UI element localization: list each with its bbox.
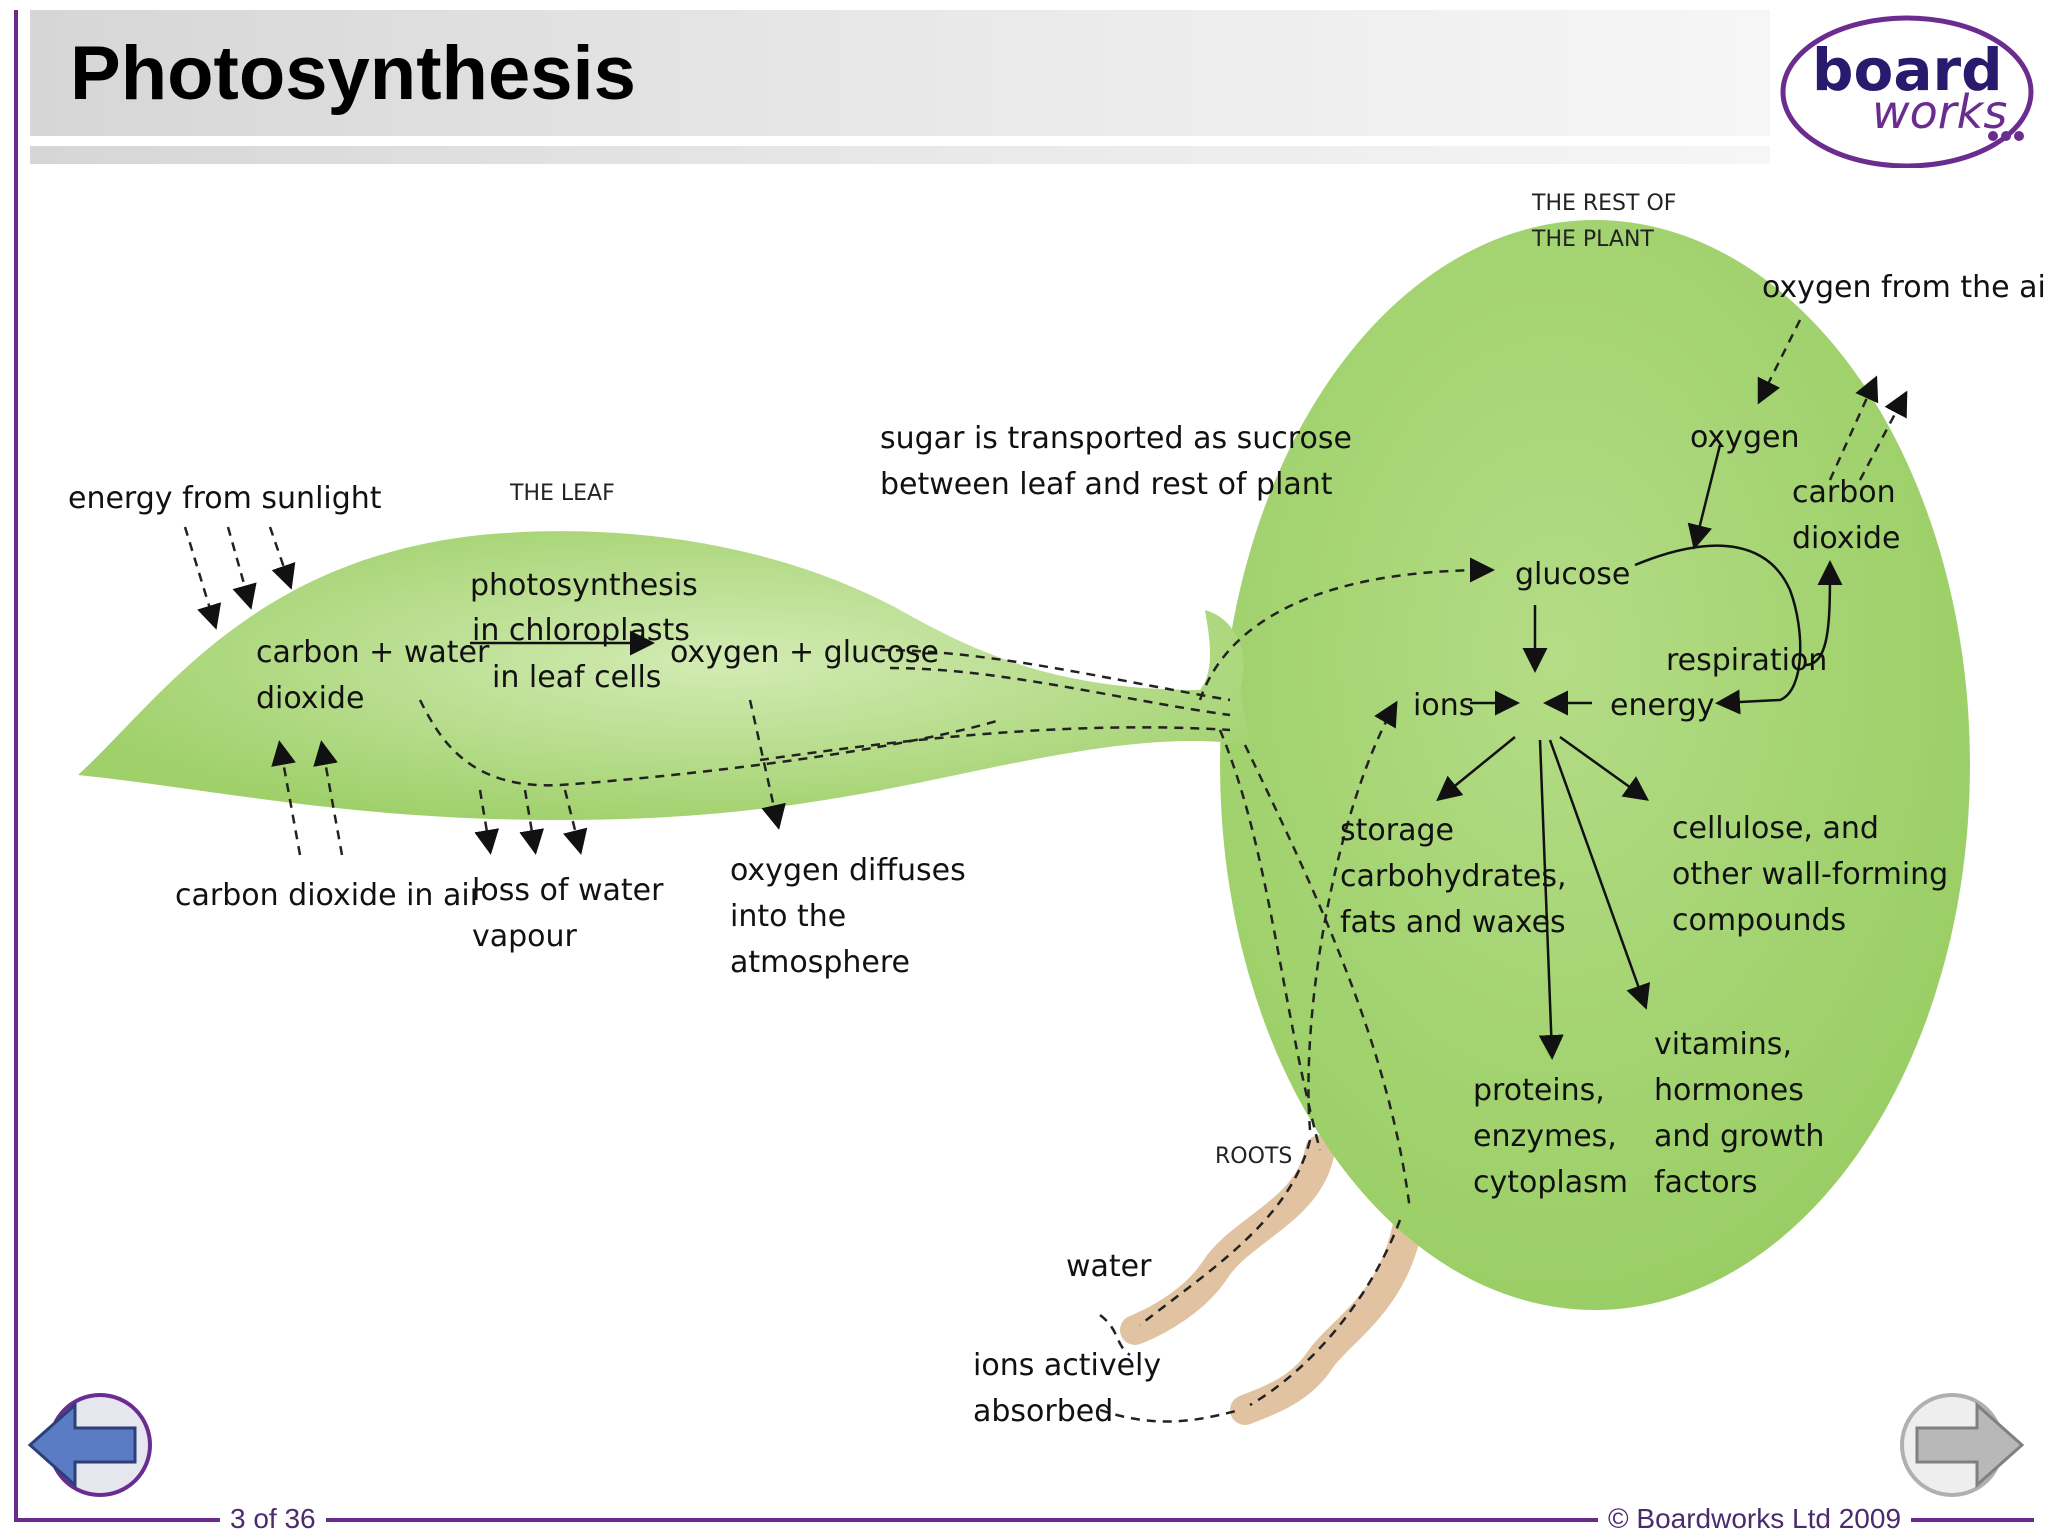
leaf-shape: [78, 531, 1250, 820]
label-carbohydrates: carbohydrates,: [1340, 859, 1567, 894]
copyright-text: © Boardworks Ltd 2009: [1598, 1503, 1912, 1535]
label-photosynthesis: photosynthesis: [470, 568, 698, 603]
label-loss-of-water: loss of water: [472, 873, 664, 908]
label-in-leaf-cells: in leaf cells: [492, 660, 661, 695]
forward-arrow-icon: [1915, 1401, 2025, 1489]
label-oxygen: oxygen: [1690, 420, 1799, 455]
label-carbon-water: carbon + water: [256, 635, 490, 670]
label-oxygen-from-air: oxygen from the air: [1762, 270, 2048, 305]
label-vitamins: vitamins,: [1654, 1027, 1792, 1062]
label-sugar-transport-2: between leaf and rest of plant: [880, 467, 1333, 502]
label-carbon-dioxide: dioxide: [1792, 521, 1900, 556]
svg-text:board: board: [1812, 36, 2003, 104]
previous-slide-button[interactable]: [20, 1390, 160, 1500]
label-dioxide: dioxide: [256, 681, 364, 716]
label-ions: ions: [1413, 688, 1474, 723]
plant-heading-2: THE PLANT: [1531, 227, 1654, 252]
label-enzymes: enzymes,: [1473, 1119, 1617, 1154]
label-energy: energy: [1610, 688, 1715, 723]
label-and-growth: and growth: [1654, 1119, 1824, 1154]
label-ions-actively: ions actively: [973, 1348, 1161, 1383]
label-compounds: compounds: [1672, 903, 1846, 938]
page-counter: 3 of 36: [220, 1503, 326, 1535]
label-cellulose: cellulose, and: [1672, 811, 1879, 846]
label-vapour: vapour: [472, 919, 578, 954]
label-in-chloroplasts: in chloroplasts: [472, 613, 690, 648]
label-cytoplasm: cytoplasm: [1473, 1165, 1628, 1200]
label-co2-in-air: carbon dioxide in air: [175, 878, 483, 913]
label-water: water: [1066, 1249, 1152, 1284]
rest-of-plant-shape: [1220, 220, 1970, 1310]
next-slide-button[interactable]: [1892, 1390, 2032, 1500]
label-hormones: hormones: [1654, 1073, 1804, 1108]
svg-text:works: works: [1872, 85, 2007, 139]
label-into-the: into the: [730, 899, 846, 934]
roots-heading: ROOTS: [1215, 1144, 1292, 1169]
footer-rule: [14, 1518, 2034, 1522]
back-arrow-icon: [27, 1401, 137, 1489]
label-sugar-transport-1: sugar is transported as sucrose: [880, 421, 1352, 456]
label-atmosphere: atmosphere: [730, 945, 910, 980]
label-respiration: respiration: [1666, 643, 1827, 678]
label-oxygen-diffuses: oxygen diffuses: [730, 853, 966, 888]
label-wall-forming: other wall-forming: [1672, 857, 1948, 892]
roots: [1120, 1135, 1425, 1425]
label-energy-from-sunlight: energy from sunlight: [68, 481, 382, 516]
leaf-heading: THE LEAF: [509, 481, 615, 506]
label-carbon: carbon: [1792, 475, 1896, 510]
label-glucose: glucose: [1515, 557, 1630, 592]
page-title: Photosynthesis: [70, 31, 636, 116]
left-rule: [14, 10, 18, 1522]
label-absorbed: absorbed: [973, 1394, 1113, 1429]
boardworks-logo: board works: [1780, 15, 2034, 168]
title-underline-bar: [30, 146, 1770, 164]
label-factors: factors: [1654, 1165, 1758, 1200]
label-fats-waxes: fats and waxes: [1340, 905, 1566, 940]
label-proteins: proteins,: [1473, 1073, 1605, 1108]
plant-heading-1: THE REST OF: [1531, 191, 1676, 216]
label-oxygen-glucose: oxygen + glucose: [670, 635, 939, 670]
title-bar: [30, 10, 1770, 136]
label-storage: storage: [1340, 813, 1454, 848]
